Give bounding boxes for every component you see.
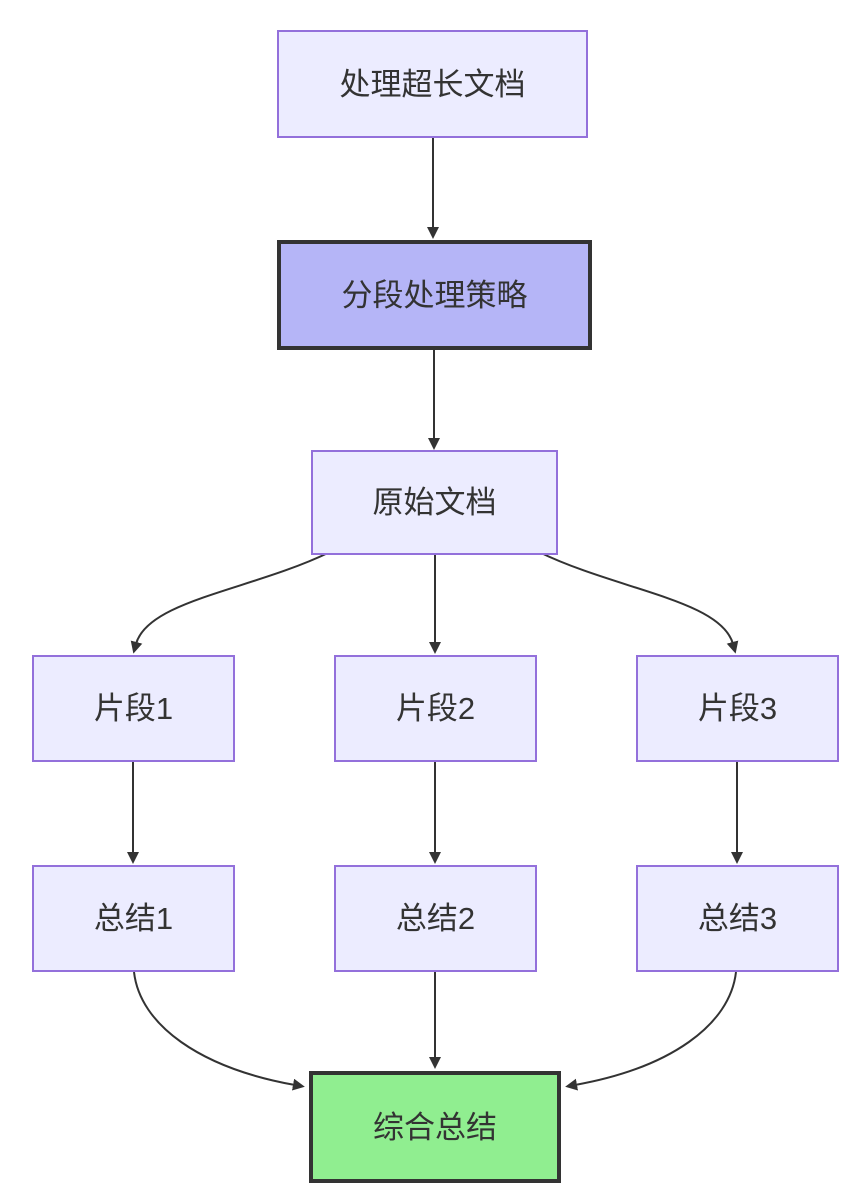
edge-summary1-final [133,971,305,1091]
node-fragment-3: 片段3 [636,655,839,762]
node-summary-1: 总结1 [32,865,235,972]
node-final-summary: 综合总结 [309,1071,561,1183]
node-original-document: 原始文档 [311,450,558,555]
edge-c-fragment1 [130,551,331,654]
edge-summary3-final [565,971,737,1091]
node-segmentation-strategy: 分段处理策略 [277,240,592,350]
edge-c-fragment3 [538,551,739,654]
node-summary-2: 总结2 [334,865,537,972]
node-process-long-document: 处理超长文档 [277,30,588,138]
node-fragment-1: 片段1 [32,655,235,762]
node-summary-3: 总结3 [636,865,839,972]
node-fragment-2: 片段2 [334,655,537,762]
